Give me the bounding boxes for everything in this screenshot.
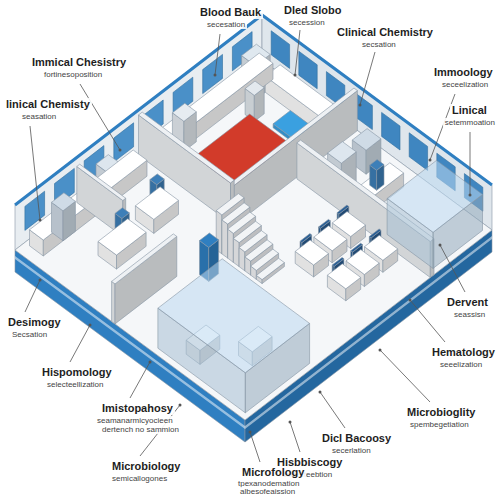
leader-line [130, 362, 150, 398]
section-note: secession [287, 18, 327, 27]
lab-equipment [98, 219, 146, 255]
leader-dot [149, 361, 152, 364]
section-name: Desimogy [6, 316, 63, 329]
leader-dot [214, 74, 217, 77]
leader-dot [469, 194, 472, 197]
leader-dot [429, 159, 432, 162]
lab-equipment [200, 233, 219, 247]
leader-dot [39, 279, 42, 282]
section-name: Microfology [240, 466, 306, 479]
leader-dot [294, 74, 297, 77]
section-note: seasation [20, 112, 58, 121]
leader-line [30, 126, 40, 220]
lab-equipment [158, 259, 310, 373]
leader-dot [409, 299, 412, 302]
section-name: Dervent [445, 296, 490, 309]
leader-line [215, 34, 220, 75]
section-name: linical Chemisty [4, 98, 92, 111]
lab-equipment [295, 240, 328, 265]
section-note: setemmoation [443, 118, 497, 127]
leader-dot [359, 104, 362, 107]
lab-equipment [52, 193, 76, 211]
leader-dot [319, 391, 322, 394]
section-note: seeelization [438, 360, 484, 369]
section-name: Microbioglity [405, 406, 477, 419]
section-note: dertench no sammion [100, 425, 181, 434]
floor [15, 60, 492, 420]
section-note: fortinesoposition [42, 70, 104, 79]
section-name: Blood Bauk [198, 6, 263, 19]
leader-line [410, 300, 445, 342]
section-note: secsation [360, 40, 398, 49]
section-name: Linical [450, 104, 489, 117]
section-name: Clinical Chemistry [335, 26, 435, 39]
section-name: Immical Chesistry [30, 56, 128, 69]
window [409, 133, 427, 171]
lab-equipment [352, 129, 381, 151]
lab-equipment [115, 208, 129, 219]
lab-equipment [327, 264, 360, 289]
leader-dot [119, 149, 122, 152]
window [382, 112, 400, 150]
leader-line [290, 422, 300, 452]
lab-equipment [387, 160, 482, 232]
leader-dot [89, 324, 92, 327]
section-name: Hematology [430, 346, 497, 359]
leader-line [470, 132, 471, 195]
section-note: secesation [205, 20, 247, 29]
section-note: spembegetiation [408, 420, 471, 429]
section-note: seceelization [440, 80, 490, 89]
lab-equipment [135, 187, 178, 220]
lab-equipment [112, 234, 177, 284]
lab-equipment [370, 160, 384, 171]
leader-line [80, 84, 120, 150]
lab-equipment [222, 220, 228, 258]
lab-equipment [77, 164, 126, 200]
lab-equipment [172, 103, 196, 121]
lab-equipment [328, 142, 357, 164]
leader-line [440, 245, 465, 292]
section-note: selecteellization [45, 380, 105, 389]
section-note: semicallogones [110, 474, 169, 483]
section-note: seamanarmicyocieen [95, 416, 175, 425]
leader-dot [289, 421, 292, 424]
lab-equipment [43, 160, 147, 256]
section-name: Imistopahosy [100, 402, 175, 415]
window [271, 31, 289, 69]
section-note: Secsation [10, 330, 49, 339]
section-name: Dicl Bacoosy [320, 432, 393, 445]
leader-dot [179, 404, 182, 407]
section-note: seassisn [452, 310, 487, 319]
leader-dot [249, 431, 252, 434]
lab-equipment [256, 258, 284, 279]
leader-dot [379, 349, 382, 352]
leader-line [250, 432, 260, 462]
leader-line [25, 280, 40, 312]
lab-equipment [233, 238, 239, 266]
section-name: Microbiology [110, 460, 182, 473]
lab-equipment [228, 229, 234, 262]
lab-equipment [150, 174, 164, 185]
leader-line [380, 350, 430, 402]
section-name: Dled Slobo [282, 4, 343, 17]
section-name: Hispomology [40, 366, 114, 379]
leader-line [70, 325, 90, 362]
leader-line [320, 392, 345, 428]
leader-line [360, 52, 375, 105]
section-note: secerlation [330, 446, 373, 455]
section-note: albesofeaission [238, 487, 297, 496]
lab-equipment [112, 281, 115, 324]
leader-dot [439, 244, 442, 247]
lab-equipment [245, 81, 264, 95]
leader-dot [39, 219, 42, 222]
leader-line [295, 30, 300, 75]
section-name: Immoology [432, 66, 495, 79]
lab-equipment [139, 112, 235, 183]
